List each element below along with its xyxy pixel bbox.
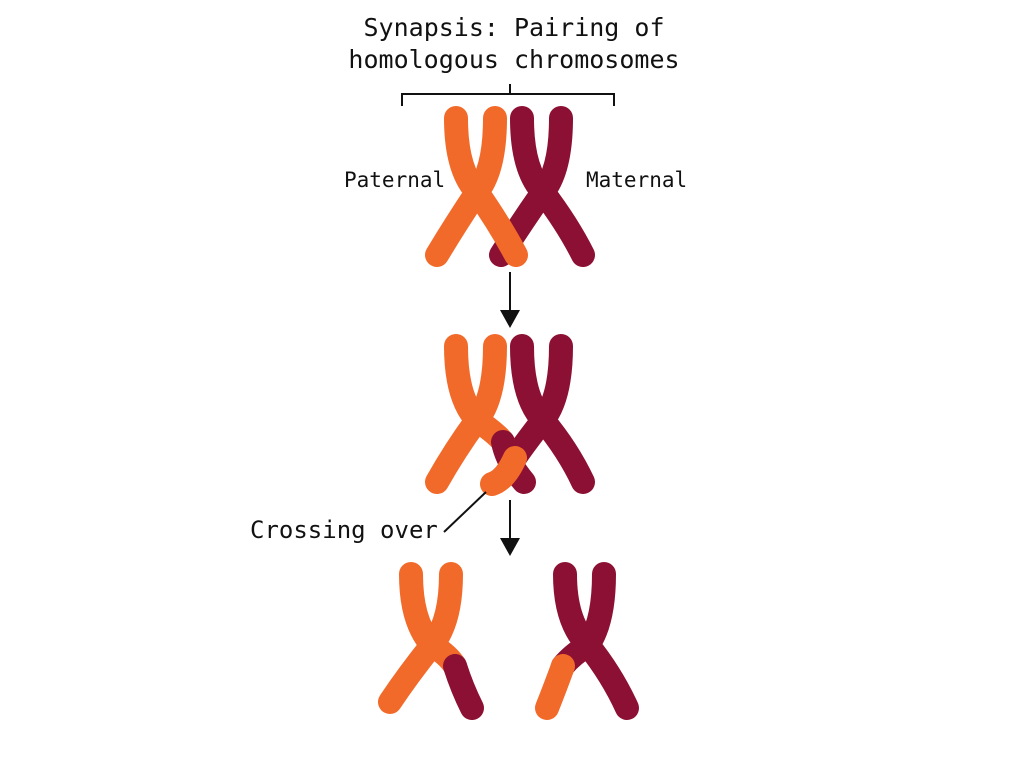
paternal-chromosome [425, 334, 515, 494]
arrow-down-icon [500, 500, 520, 556]
recombinant-paternal-chromosome [378, 562, 484, 720]
maternal-label: Maternal [586, 168, 687, 192]
arrow-down-icon [500, 272, 520, 328]
crossing-over-leader-line [443, 491, 487, 533]
paternal-label: Paternal [344, 168, 445, 192]
stage-recombinant-chromosomes [378, 562, 639, 720]
paternal-chromosome [425, 106, 528, 267]
diagram-title-line-1: Synapsis: Pairing of [363, 13, 664, 42]
crossing-over-label: Crossing over [250, 516, 438, 544]
title-bracket [401, 84, 615, 106]
stage-synapsis: Paternal Maternal [344, 106, 687, 267]
paternal-crossover-segment [480, 446, 527, 496]
recombinant-maternal-chromosome [535, 562, 639, 720]
stage-crossing-over [425, 334, 595, 496]
diagram-title-line-2: homologous chromosomes [348, 45, 679, 74]
